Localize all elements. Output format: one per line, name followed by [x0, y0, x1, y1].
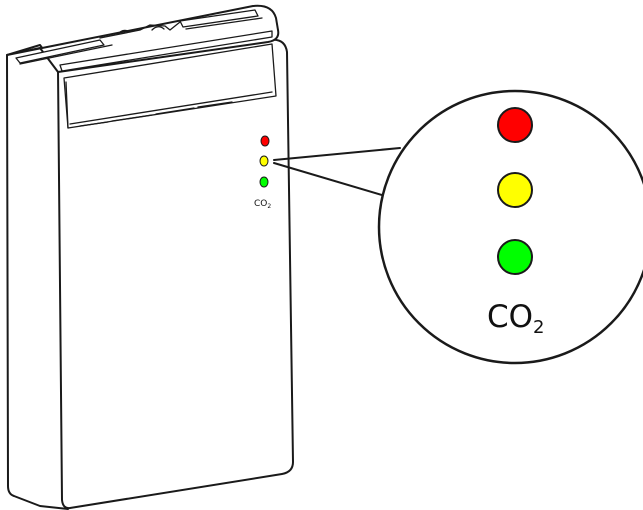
- callout-co2-subscript: 2: [533, 317, 544, 338]
- device-front-face: [57, 38, 294, 510]
- callout-green-led: [497, 239, 533, 275]
- device-co2-subscript: 2: [267, 203, 271, 210]
- callout-red-led: [497, 107, 533, 143]
- callout-pointer: [273, 147, 401, 196]
- device-green-led: [259, 176, 269, 188]
- callout-yellow-led: [497, 172, 533, 208]
- device-co2-text: CO: [254, 199, 267, 209]
- front-grille: [63, 43, 277, 129]
- device-led-group: [259, 135, 270, 188]
- callout-co2-label: CO2: [487, 299, 545, 338]
- callout-co2-text: CO: [487, 299, 533, 335]
- callout-led-group: [497, 107, 533, 275]
- callout-circle: [377, 89, 643, 365]
- device-yellow-led: [259, 155, 269, 167]
- device-red-led: [260, 135, 270, 147]
- device-co2-label: CO2: [254, 199, 271, 210]
- top-vents: [15, 9, 273, 72]
